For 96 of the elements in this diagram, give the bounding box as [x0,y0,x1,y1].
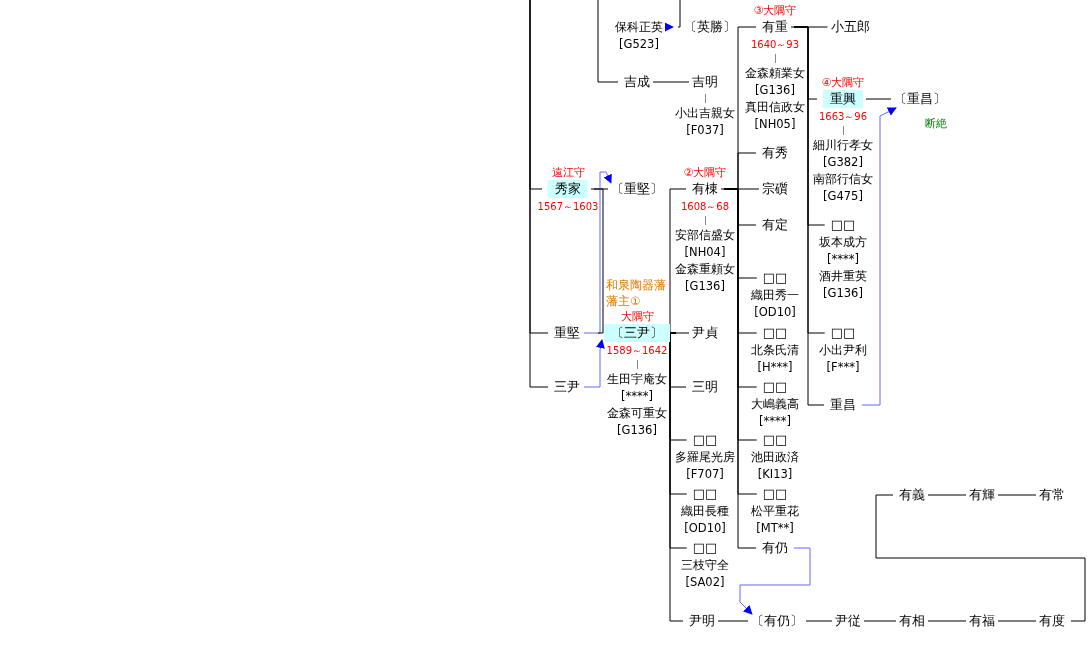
note-label: 池田政済 [KI13] [751,449,799,483]
lineage-line [723,188,757,549]
lineage-line [652,81,690,83]
lineage-line [590,188,609,190]
spouse-label: 安部信盛女 [NH04] [675,227,735,261]
person-name: 有重 [762,18,788,36]
person-name: 重堅 [554,324,580,342]
note-label: 三枝守全 [SA02] [681,557,729,591]
person-name: 吉明 [692,73,718,91]
person-name: 有秀 [762,144,788,162]
highlighted-name: 〔三尹〕 [604,324,670,342]
title-label: ④大隅守 [821,75,865,90]
person-name: □□ [692,485,718,503]
note-label: 酒井重英 [G136] [819,268,867,302]
title-label: 遠江守 [551,165,585,180]
lineage-line [597,0,619,83]
lineage-line [997,494,1037,496]
lineage-line [793,26,825,406]
person-name: 有相 [899,612,925,630]
note-label: 大嶋義高 [****] [751,396,799,430]
lineage-line [677,0,681,28]
note-label: [G523] [619,36,659,53]
person-name: 保科正英 [615,19,663,36]
note-label: 多羅尾光房 [F707] [675,449,735,483]
lineage-line [863,620,897,622]
lineage-line [865,98,892,100]
person-name: 有度 [1039,612,1065,630]
note-label: 織田長種 [OD10] [681,503,729,537]
lineage-line [997,620,1037,622]
lineage-line [875,494,1086,622]
years-label: 1640～93 [750,39,800,51]
highlighted-name: 秀家 [548,180,588,198]
adoption-arrow [664,22,674,32]
person-name: □□ [762,324,788,342]
person-name: 小五郎 [830,18,870,36]
person-name: 尹明 [689,612,715,630]
spouse-label: 細川行孝女 [G382] [813,137,873,171]
spouse-label: 金森頼業女 [G136] [745,65,805,99]
person-name: □□ [692,539,718,557]
status-label: 断絶 [925,116,948,131]
person-name: □□ [762,431,788,449]
spouse-label: 南部行信女 [G475] [813,171,873,205]
lineage-line [805,620,833,622]
title-label: ③大隅守 [753,3,797,18]
adoption-arrow [583,339,605,388]
person-name: □□ [762,485,788,503]
years-label: 1608～68 [680,201,730,213]
note-label: 松平重花 [MT**] [751,503,799,537]
person-name: 〔有仍〕 [751,612,803,630]
spouse-label: 金森重頼女 [G136] [675,261,735,295]
person-name: 三尹 [554,378,580,396]
person-name: 有義 [899,486,925,504]
years-label: 1567～1603 [537,201,599,213]
lineage-line [720,188,760,190]
note-label: 織田秀一 [OD10] [751,287,799,321]
lineage-line [927,620,967,622]
years-label: 1589～1642 [606,345,668,357]
person-name: 有仍 [762,539,788,557]
adoption-arrow [583,171,612,334]
person-name: □□ [692,431,718,449]
person-name: 有棟 [692,180,718,198]
person-name: 〔重堅〕 [611,180,663,198]
spouse-label: 生田宇庵女 [****] [607,371,667,405]
person-name: 宗礩 [762,180,788,198]
person-name: □□ [830,324,856,342]
spouse-label: 金森可重女 [G136] [607,405,667,439]
adoption-arrow [739,547,811,615]
title-label: 大隅守 [620,309,654,324]
lineage-line [593,188,604,334]
person-name: 重昌 [830,396,856,414]
person-name: 〔重昌〕 [894,90,946,108]
person-name: 吉成 [624,73,650,91]
spouse-label: 小出吉親女 [F037] [675,105,735,139]
person-name: □□ [830,216,856,234]
spouse-label: 真田信政女 [NH05] [745,99,805,133]
person-name: 〔英勝〕 [684,18,736,36]
highlighted-name: 重興 [823,90,863,108]
person-name: 有定 [762,216,788,234]
person-name: 尹貞 [692,324,718,342]
lineage-line [790,26,828,28]
person-name: 有輝 [969,486,995,504]
adoption-arrow [861,107,897,406]
domain-label: 和泉陶器藩藩主① [606,277,667,309]
person-name: 有常 [1039,486,1065,504]
years-label: 1663～96 [818,111,868,123]
person-name: 尹従 [835,612,861,630]
note-label: 北条氏清 [H***] [751,342,799,376]
person-name: 三明 [692,378,718,396]
person-name: □□ [762,378,788,396]
person-name: □□ [762,269,788,287]
note-label: 小出尹利 [F***] [819,342,867,376]
person-name: 有福 [969,612,995,630]
note-label: 坂本成方 [****] [819,234,867,268]
lineage-line [717,620,749,622]
lineage-line [927,494,967,496]
title-label: ②大隅守 [683,165,727,180]
